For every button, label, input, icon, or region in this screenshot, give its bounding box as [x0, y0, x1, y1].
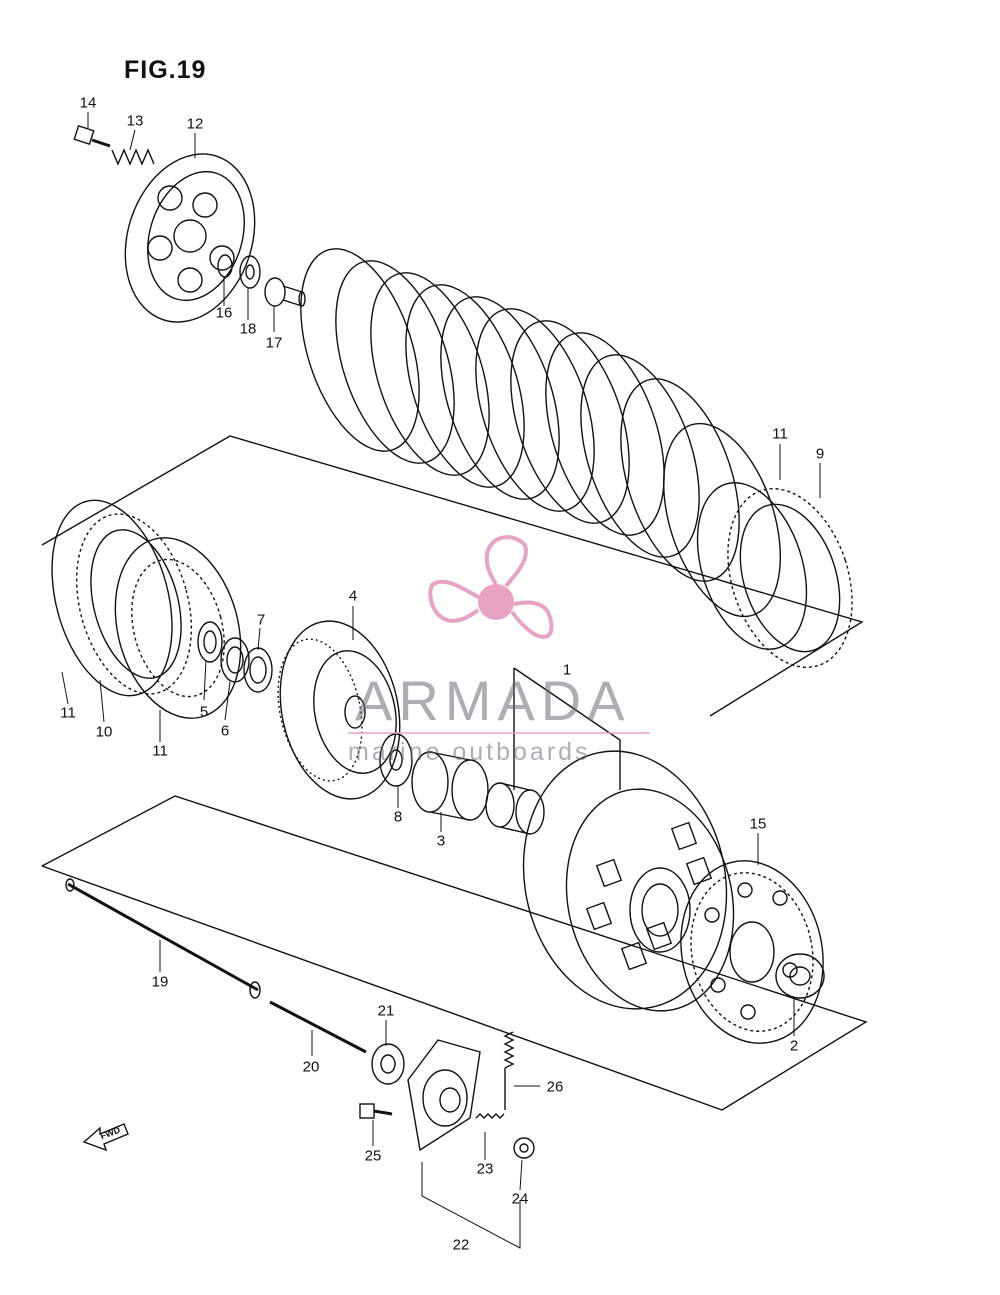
part-label: 6: [220, 722, 230, 740]
part-label: 18: [239, 320, 257, 338]
starter-gear-15: [680, 860, 824, 1044]
part-label: 14: [79, 94, 97, 112]
washer-5: [197, 621, 223, 663]
part-label: 21: [377, 1002, 395, 1020]
lock-washer-6: [220, 637, 250, 683]
part-label: 11: [60, 704, 76, 722]
fwd-arrow-icon: [82, 1123, 129, 1152]
spring-26: [503, 1031, 515, 1110]
leader-1b: [513, 667, 621, 790]
watermark-brand: ARMADA: [355, 669, 631, 732]
part-label: 12: [186, 115, 204, 133]
leader-lines: [61, 112, 821, 1249]
washer-8: [379, 733, 413, 787]
part-label: 13: [126, 112, 144, 130]
bearing-18: [239, 255, 261, 289]
part-label: 11: [152, 742, 168, 760]
part-label: 25: [364, 1147, 382, 1165]
release-assembly-22: [407, 1039, 481, 1152]
figure-title: FIG.19: [124, 56, 207, 84]
clutch-housing: [522, 750, 735, 1012]
part-label: 19: [151, 973, 169, 991]
bolt-25: [359, 1103, 393, 1119]
part-label: 20: [302, 1058, 320, 1076]
part-label: 8: [393, 808, 403, 826]
spring-13: [111, 148, 155, 166]
part-label: 22: [452, 1236, 470, 1254]
part-label: 15: [749, 815, 767, 833]
part-label: 7: [256, 611, 266, 629]
part-label: 5: [199, 703, 209, 721]
part-label: 4: [348, 587, 358, 605]
part-label: 10: [95, 723, 113, 741]
upper-frame-line: [41, 435, 864, 717]
part-label: 2: [789, 1037, 799, 1055]
washer-2: [775, 953, 825, 999]
part-label: 3: [436, 832, 446, 850]
sleeve-hub-4: [277, 620, 401, 800]
push-piece-17: [264, 277, 306, 307]
push-rod-19: [65, 878, 261, 999]
watermark-tagline: marine outboards: [348, 738, 591, 766]
oil-seal-21: [371, 1043, 405, 1085]
needle-bearing-3: [411, 751, 489, 821]
washer-16: [217, 254, 233, 278]
clutch-plate-stack-upper: [300, 248, 853, 669]
part-label: 16: [215, 304, 233, 322]
part-label: 11: [772, 425, 788, 443]
clutch-plate-stack-lower-left: [51, 499, 242, 719]
spacer-1: [485, 782, 545, 835]
lower-frame-line: [41, 795, 868, 1111]
part-label: 26: [546, 1078, 564, 1096]
nut-24: [513, 1137, 535, 1159]
part-label: 9: [815, 445, 825, 463]
part-label: 23: [476, 1160, 494, 1178]
part-label: 1: [562, 661, 572, 679]
screw-23: [475, 1113, 505, 1119]
bolt-14: [73, 124, 111, 148]
pressure-plate: [124, 153, 256, 323]
watermark-propeller-icon: [428, 535, 554, 639]
push-rod-20: [269, 1000, 367, 1054]
part-label: 17: [265, 334, 283, 352]
part-label: 24: [511, 1190, 529, 1208]
